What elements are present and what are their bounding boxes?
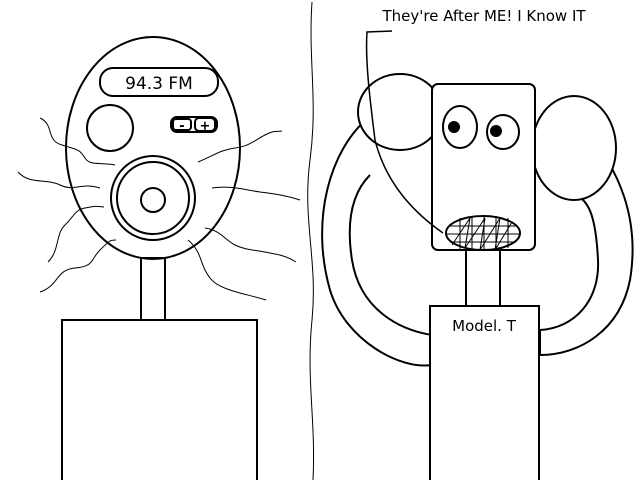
chest-label: Model. T (452, 317, 517, 335)
volume-control (170, 116, 218, 133)
robot-body (429, 305, 540, 480)
panel-divider (307, 1, 315, 480)
gritted-teeth (445, 215, 521, 251)
volume-down-button[interactable] (172, 118, 192, 131)
radio-display (99, 67, 219, 97)
left-eye (442, 105, 478, 149)
speech-text: They're After ME! I Know IT (381, 7, 586, 25)
volume-up-label: + (200, 119, 211, 134)
volume-down-label: - (179, 119, 184, 134)
tuning-dial-ring (116, 161, 190, 235)
radio-display-text: 94.3 FM (125, 74, 193, 94)
sound-waves (17, 117, 301, 301)
radio-robot (17, 36, 301, 480)
robot-neck (465, 249, 501, 307)
paranoid-robot (321, 30, 634, 480)
right-pupil (490, 125, 502, 137)
tuning-dial-center (140, 187, 166, 213)
power-button[interactable] (86, 104, 134, 152)
right-eye (486, 114, 520, 150)
right-arm (539, 129, 634, 357)
left-arm (321, 117, 433, 367)
volume-up-button[interactable] (194, 117, 216, 132)
tuning-dial-outer[interactable] (110, 155, 196, 241)
left-pupil (448, 121, 460, 133)
speech-pointer (365, 30, 444, 234)
radio-body (61, 319, 258, 480)
